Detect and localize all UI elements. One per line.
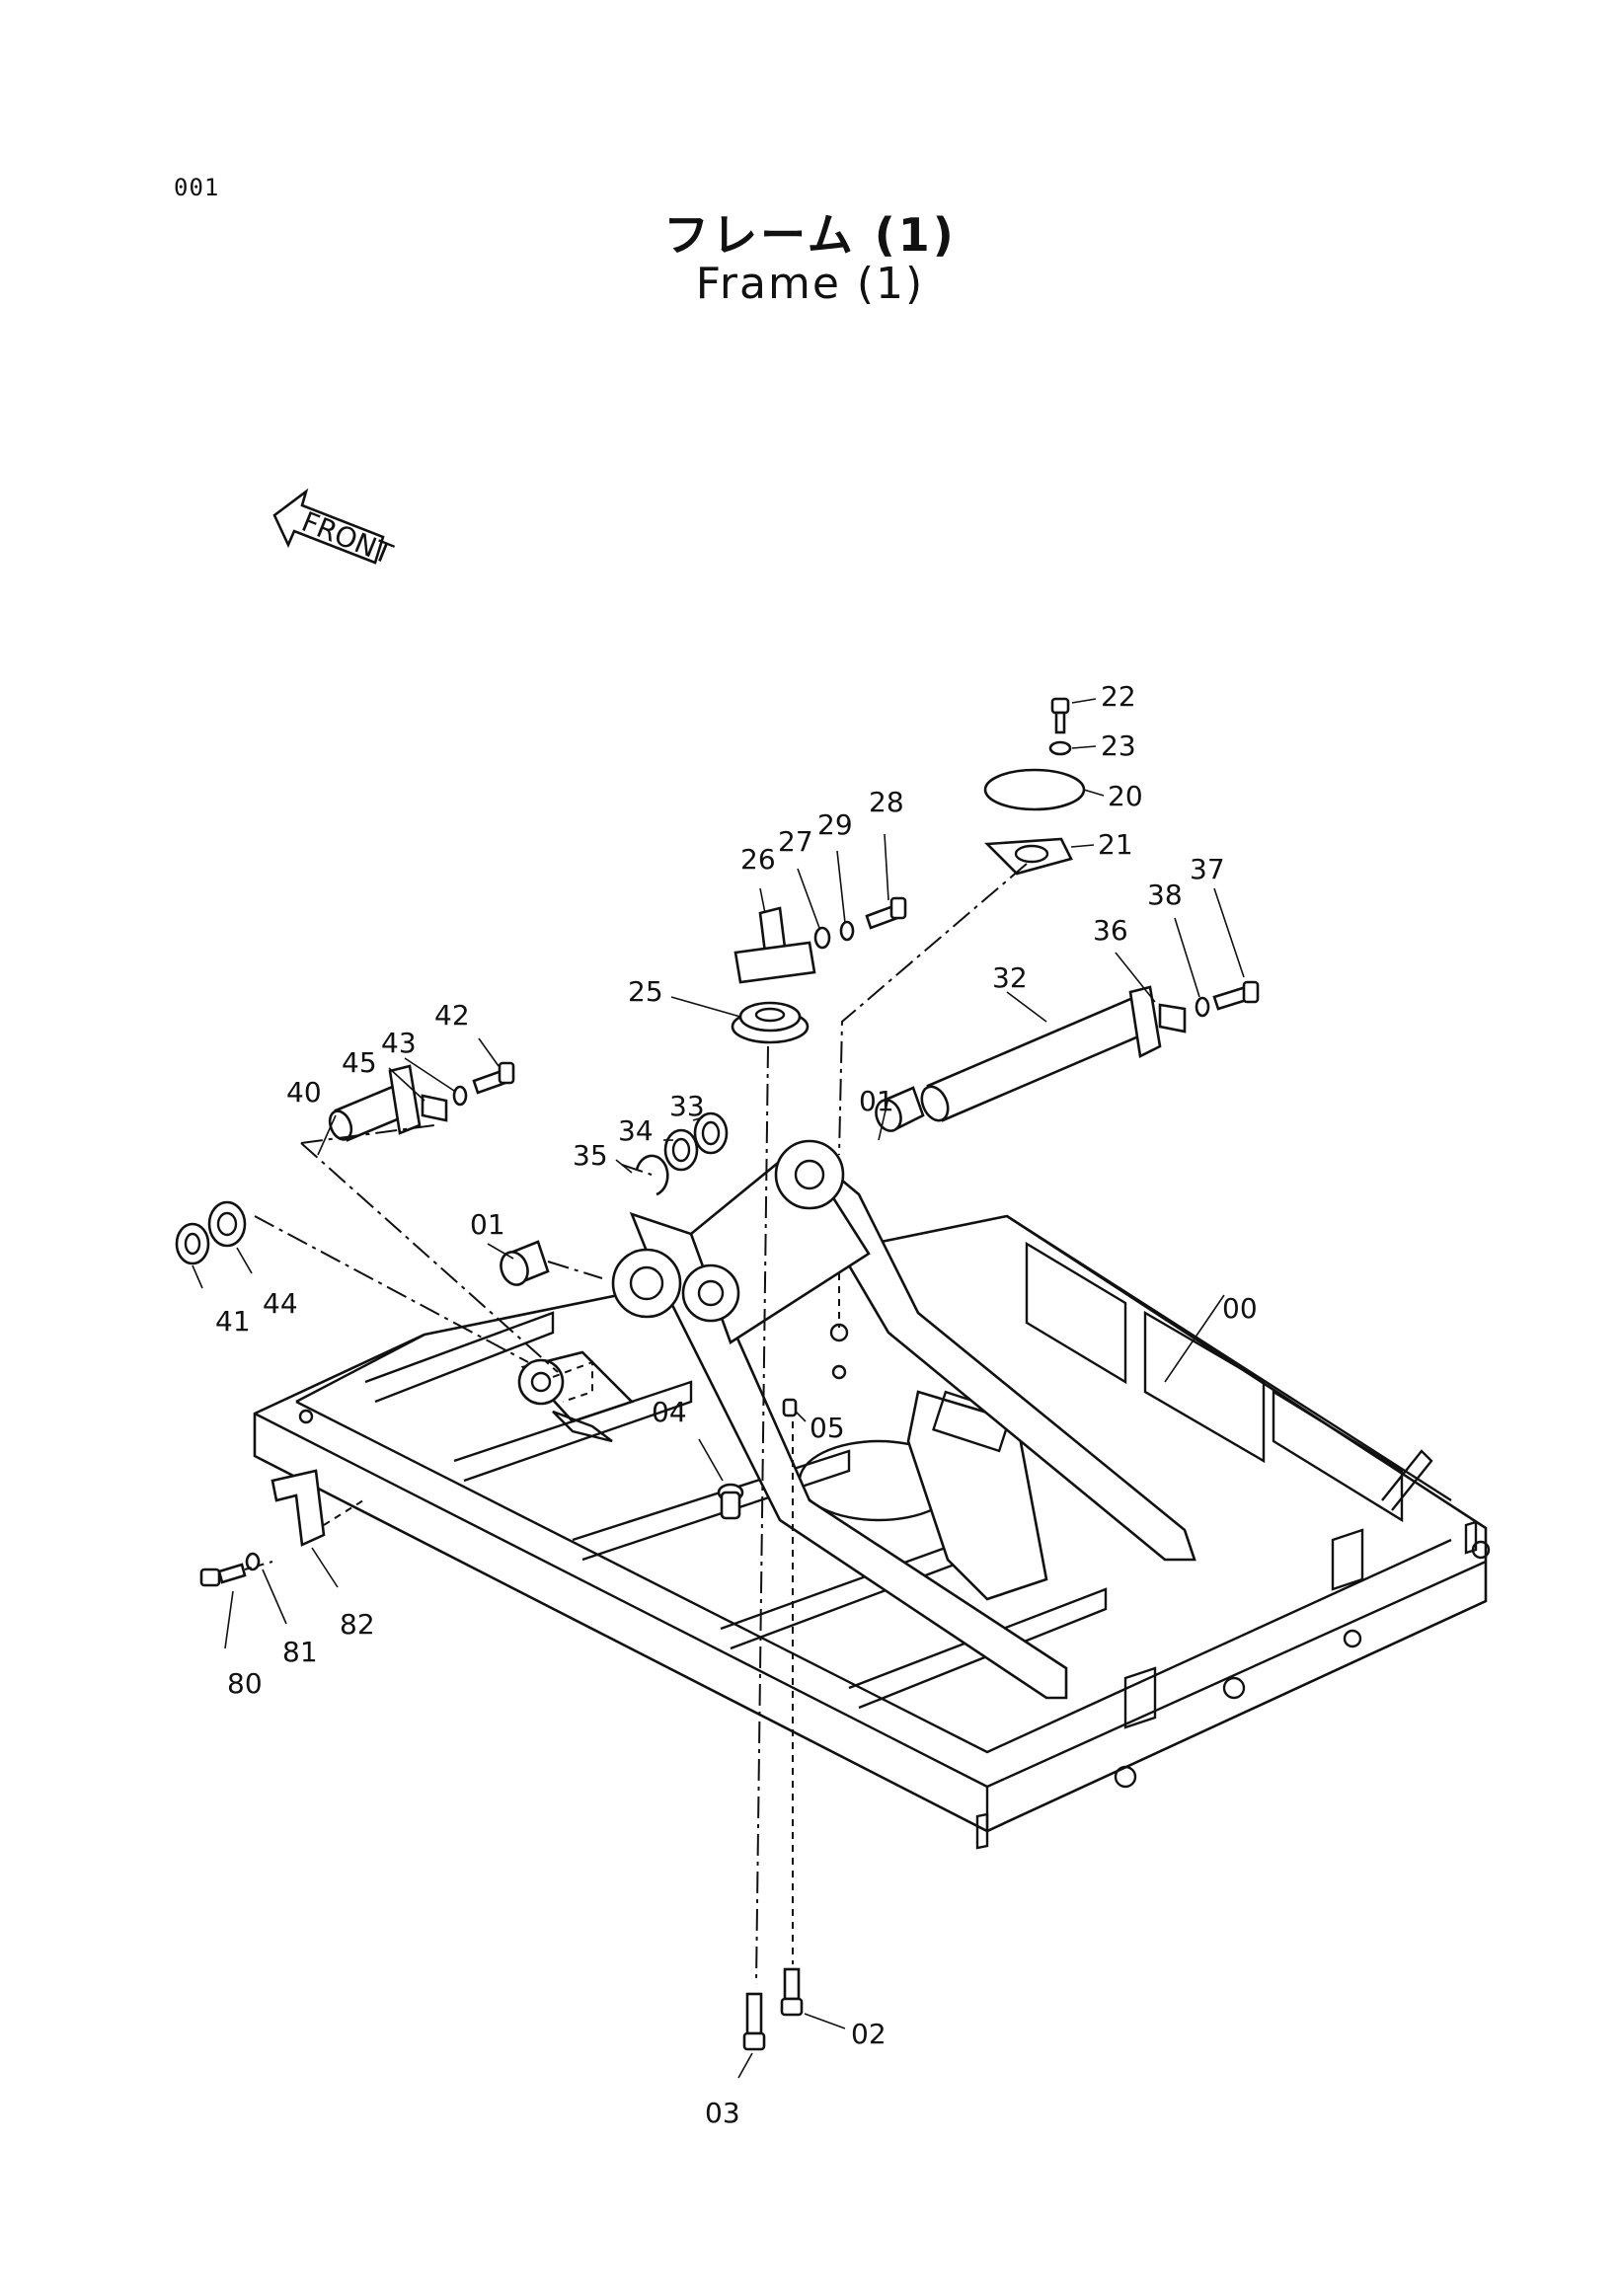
part-37-bolt xyxy=(1212,980,1260,1011)
part-80-bolt xyxy=(199,1563,247,1587)
front-arrow-icon: FRONT xyxy=(272,488,398,572)
part-21-gasket xyxy=(984,837,1073,876)
part-32-pin xyxy=(920,985,1162,1122)
page-number: 001 xyxy=(174,174,220,201)
part-40-pin xyxy=(328,1064,422,1142)
part-04-stopper xyxy=(717,1483,744,1520)
label-36: 36 xyxy=(1093,914,1128,947)
label-03: 03 xyxy=(705,2097,740,2129)
label-43: 43 xyxy=(381,1027,417,1059)
part-45-plate xyxy=(421,1094,448,1122)
part-20-cover xyxy=(983,768,1086,811)
part-25-seal xyxy=(731,1001,810,1044)
title-japanese: フレーム (1) xyxy=(663,208,957,262)
part-35-shim xyxy=(635,1154,669,1196)
title-english: Frame (1) xyxy=(695,259,925,309)
label-38: 38 xyxy=(1147,879,1183,911)
part-42-bolt xyxy=(472,1061,515,1095)
label-00: 00 xyxy=(1222,1292,1258,1325)
label-01-right: 01 xyxy=(859,1085,894,1117)
label-28: 28 xyxy=(869,786,904,818)
label-41: 41 xyxy=(215,1305,251,1338)
part-38-washer xyxy=(1195,996,1210,1018)
front-arrow-label: FRONT xyxy=(297,505,398,572)
label-26: 26 xyxy=(740,843,776,876)
label-20: 20 xyxy=(1108,780,1143,812)
label-25: 25 xyxy=(628,975,663,1008)
label-82: 82 xyxy=(340,1608,375,1641)
part-labels: 22 23 20 21 28 27 29 26 25 32 36 38 37 0… xyxy=(215,680,1258,2129)
label-32: 32 xyxy=(992,961,1028,994)
label-04: 04 xyxy=(652,1396,687,1428)
part-23-washer xyxy=(1048,740,1072,756)
label-33: 33 xyxy=(669,1090,705,1122)
part-03-bolt xyxy=(742,1992,766,2051)
part-43-washer xyxy=(452,1085,468,1107)
part-36-plate xyxy=(1158,1003,1187,1033)
label-23: 23 xyxy=(1101,729,1136,762)
part-28-bolt xyxy=(865,896,907,930)
part-26-holder xyxy=(733,906,816,984)
part-29-washer xyxy=(839,920,855,942)
assembly-lines xyxy=(244,863,1028,1985)
label-81: 81 xyxy=(282,1636,318,1668)
part-44-washer xyxy=(207,1200,247,1248)
part-05-plug xyxy=(782,1398,798,1417)
part-34-shim xyxy=(663,1128,699,1172)
label-45: 45 xyxy=(342,1046,377,1079)
part-01-bushing-left xyxy=(500,1240,550,1286)
label-01-left: 01 xyxy=(470,1208,505,1241)
part-22-bolt xyxy=(1050,697,1070,734)
label-05: 05 xyxy=(810,1412,845,1444)
label-44: 44 xyxy=(263,1287,298,1320)
part-81-washer xyxy=(245,1552,261,1571)
label-02: 02 xyxy=(851,2018,887,2050)
label-40: 40 xyxy=(286,1076,322,1109)
label-42: 42 xyxy=(434,999,470,1032)
part-41-washer xyxy=(175,1222,210,1265)
label-22: 22 xyxy=(1101,680,1136,713)
label-21: 21 xyxy=(1098,828,1133,861)
part-02-bolt xyxy=(780,1967,804,2017)
label-34: 34 xyxy=(618,1114,654,1147)
label-37: 37 xyxy=(1190,853,1225,885)
label-27: 27 xyxy=(778,825,813,858)
part-27-washer xyxy=(813,926,831,950)
label-80: 80 xyxy=(227,1667,263,1700)
label-29: 29 xyxy=(817,808,853,841)
part-82-bracket xyxy=(270,1469,326,1547)
leader-lines xyxy=(192,698,1245,2079)
boom-bracket xyxy=(517,1139,1196,1700)
label-35: 35 xyxy=(573,1139,608,1172)
part-33-shim xyxy=(693,1111,729,1155)
main-frame xyxy=(253,1214,1491,1850)
